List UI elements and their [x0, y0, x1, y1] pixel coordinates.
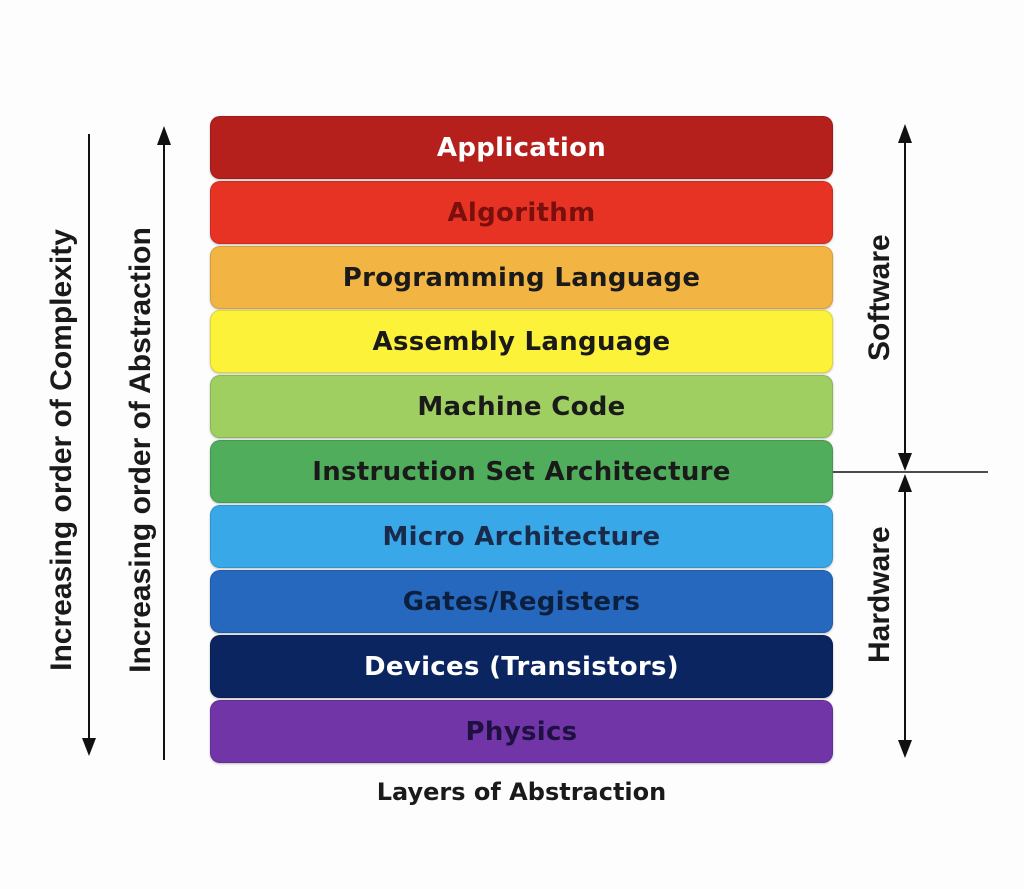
- abstraction-arrow: [157, 126, 171, 760]
- layer-label: Devices (Transistors): [364, 651, 679, 682]
- software-arrow: [898, 124, 912, 471]
- hardware-label: Hardware: [863, 526, 896, 663]
- layer-label: Application: [436, 132, 607, 163]
- software-label: Software: [863, 234, 896, 361]
- abstraction-stack: Application Algorithm Programming Langua…: [210, 116, 833, 764]
- layer-label: Instruction Set Architecture: [312, 456, 731, 487]
- layer-label: Physics: [465, 716, 578, 747]
- layer-micro-architecture: Micro Architecture: [210, 505, 833, 568]
- abstraction-axis-label: Increasing order of Abstraction: [124, 227, 157, 673]
- complexity-axis-label: Increasing order of Complexity: [45, 229, 78, 671]
- layer-assembly-language: Assembly Language: [210, 310, 833, 373]
- layer-label: Programming Language: [342, 262, 701, 293]
- complexity-arrow: [82, 134, 96, 756]
- layer-application: Application: [210, 116, 833, 179]
- layer-machine-code: Machine Code: [210, 375, 833, 438]
- layer-gates-registers: Gates/Registers: [210, 570, 833, 633]
- layer-label: Machine Code: [417, 391, 626, 422]
- hardware-arrow: [898, 474, 912, 758]
- layer-label: Assembly Language: [372, 326, 671, 357]
- layer-programming-language: Programming Language: [210, 246, 833, 309]
- layer-label: Algorithm: [447, 197, 596, 228]
- layer-instruction-set-architecture: Instruction Set Architecture: [210, 440, 833, 503]
- layer-label: Micro Architecture: [382, 521, 661, 552]
- diagram-caption: Layers of Abstraction: [376, 778, 667, 806]
- layer-label: Gates/Registers: [402, 586, 641, 617]
- layer-algorithm: Algorithm: [210, 181, 833, 244]
- layer-physics: Physics: [210, 700, 833, 763]
- layer-devices-transistors: Devices (Transistors): [210, 635, 833, 698]
